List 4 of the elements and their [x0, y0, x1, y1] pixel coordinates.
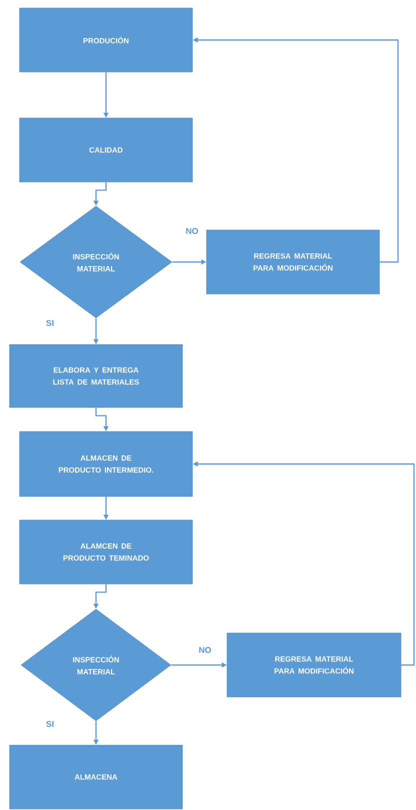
edge-label: NO: [199, 647, 212, 653]
edge-label: NO: [186, 228, 198, 234]
edge-label: SI: [46, 320, 54, 326]
edge-label: SI: [46, 721, 54, 727]
